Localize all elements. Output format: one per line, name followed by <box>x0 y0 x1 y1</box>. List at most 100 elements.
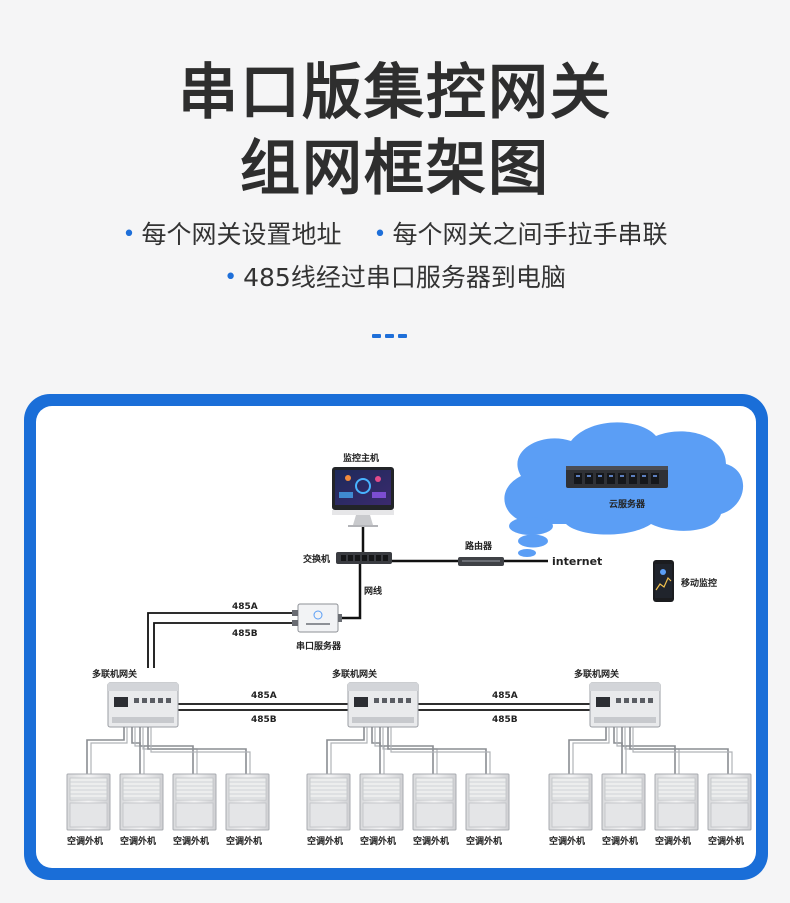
outdoor-unit-panel <box>604 802 643 828</box>
gateway-button <box>166 698 171 703</box>
unit-cable <box>150 727 251 774</box>
bullet-dot-icon: • <box>122 222 136 247</box>
gateway-terminal-strip <box>112 717 174 723</box>
gateway-terminal-strip <box>594 717 656 723</box>
dash-segment <box>385 334 394 338</box>
gateway-button <box>406 698 411 703</box>
gateway-button <box>632 698 637 703</box>
gateway-terminal-strip <box>352 717 414 723</box>
unit-cable <box>147 727 247 774</box>
gateway-button <box>142 698 147 703</box>
outdoor-unit-grille <box>69 777 108 801</box>
gateway-group: 多联机网关空调外机空调外机空调外机空调外机 <box>66 668 270 847</box>
bullet-item: •每个网关之间手拉手串联 <box>373 215 667 251</box>
cloud-server-label: 云服务器 <box>609 498 646 510</box>
gateway-button <box>398 698 403 703</box>
switch-icon <box>336 552 392 564</box>
page-title-line-1: 串口版集控网关 <box>178 58 612 128</box>
gateway-bus-a-label: 485A <box>251 691 277 701</box>
gateway-label: 多联机网关 <box>332 668 377 680</box>
gateway-button <box>616 698 621 703</box>
outdoor-unit-panel <box>228 802 267 828</box>
outdoor-unit-panel <box>415 802 454 828</box>
outdoor-unit-grille <box>415 777 454 801</box>
cloud-server-icon <box>566 466 668 488</box>
outdoor-unit: 空调外机 <box>359 773 404 847</box>
switch-serial-cable <box>338 564 362 620</box>
bullet-text: 每个网关设置地址 <box>141 220 342 249</box>
network-cable-label: 网线 <box>364 585 382 597</box>
outdoor-unit-grille <box>228 777 267 801</box>
outdoor-unit-grille <box>551 777 590 801</box>
unit-cable <box>572 727 610 774</box>
outdoor-unit-label: 空调外机 <box>602 835 638 847</box>
outdoor-unit-panel <box>362 802 401 828</box>
gateway-bus-a-label: 485A <box>492 691 518 701</box>
unit-cable <box>131 727 141 774</box>
gateway-group: 多联机网关空调外机空调外机空调外机空调外机 <box>306 668 510 847</box>
bullet-dot-icon: • <box>373 222 387 247</box>
gateway-button <box>624 698 629 703</box>
outdoor-unit-label: 空调外机 <box>360 835 396 847</box>
outdoor-unit: 空调外机 <box>225 773 270 847</box>
network-diagram: 云服务器 监控主机 交换机 <box>66 422 752 847</box>
gateway-button <box>390 698 395 703</box>
gateway-button <box>374 698 379 703</box>
outdoor-unit-label: 空调外机 <box>655 835 691 847</box>
gateway-layer: 485A485B485A485B多联机网关空调外机空调外机空调外机空调外机多联机… <box>66 668 752 847</box>
outdoor-unit-label: 空调外机 <box>307 835 343 847</box>
gateway-display <box>354 697 368 707</box>
bus-b-label: 485B <box>232 629 258 639</box>
unit-cable <box>632 727 733 774</box>
bus-b-line <box>153 622 292 668</box>
monitor-icon <box>332 467 394 527</box>
gateway-top-rail <box>108 683 178 691</box>
gateway-label: 多联机网关 <box>92 668 137 680</box>
outdoor-unit-label: 空调外机 <box>549 835 585 847</box>
outdoor-unit-label: 空调外机 <box>708 835 744 847</box>
switch-label: 交换机 <box>303 553 330 565</box>
bus-a-line <box>147 612 292 668</box>
outdoor-unit-grille <box>604 777 643 801</box>
router-icon <box>458 557 504 566</box>
outdoor-unit: 空调外机 <box>601 773 646 847</box>
router-label: 路由器 <box>465 540 493 552</box>
bullet-row-1: •每个网关设置地址 •每个网关之间手拉手串联 <box>0 215 790 251</box>
gateway-button <box>648 698 653 703</box>
gateway-button <box>382 698 387 703</box>
dash-segment <box>372 334 381 338</box>
outdoor-unit: 空调外机 <box>707 773 752 847</box>
internet-label: internet <box>552 555 602 568</box>
outdoor-unit-panel <box>309 802 348 828</box>
gateway-bus-b-label: 485B <box>251 715 277 725</box>
mobile-label: 移动监控 <box>681 577 717 589</box>
unit-cable <box>371 727 381 774</box>
bullet-text: 485线经过串口服务器到电脑 <box>243 263 566 292</box>
gateway-top-rail <box>348 683 418 691</box>
gateway-button <box>134 698 139 703</box>
unit-cable <box>613 727 623 774</box>
outdoor-unit-panel <box>551 802 590 828</box>
gateway-button <box>150 698 155 703</box>
bullet-dot-icon: • <box>224 265 238 290</box>
gateway-label: 多联机网关 <box>574 668 619 680</box>
bus-a-label: 485A <box>232 602 258 612</box>
serial-server-label: 串口服务器 <box>296 640 342 652</box>
gateway-button <box>640 698 645 703</box>
dash-segment <box>398 334 407 338</box>
mobile-phone-icon <box>653 560 674 602</box>
outdoor-unit-label: 空调外机 <box>173 835 209 847</box>
unit-cable <box>86 727 125 774</box>
outdoor-unit-grille <box>309 777 348 801</box>
outdoor-unit-label: 空调外机 <box>67 835 103 847</box>
outdoor-unit-label: 空调外机 <box>413 835 449 847</box>
bullet-text: 每个网关之间手拉手串联 <box>392 220 668 249</box>
bullet-item: •485线经过串口服务器到电脑 <box>224 258 566 294</box>
outdoor-unit-grille <box>657 777 696 801</box>
outdoor-unit-panel <box>710 802 749 828</box>
unit-cable <box>90 727 128 774</box>
gateway-display <box>596 697 610 707</box>
page-title-line-2: 组网框架图 <box>240 134 550 204</box>
outdoor-unit-grille <box>710 777 749 801</box>
bullet-item: •每个网关设置地址 <box>123 215 342 251</box>
